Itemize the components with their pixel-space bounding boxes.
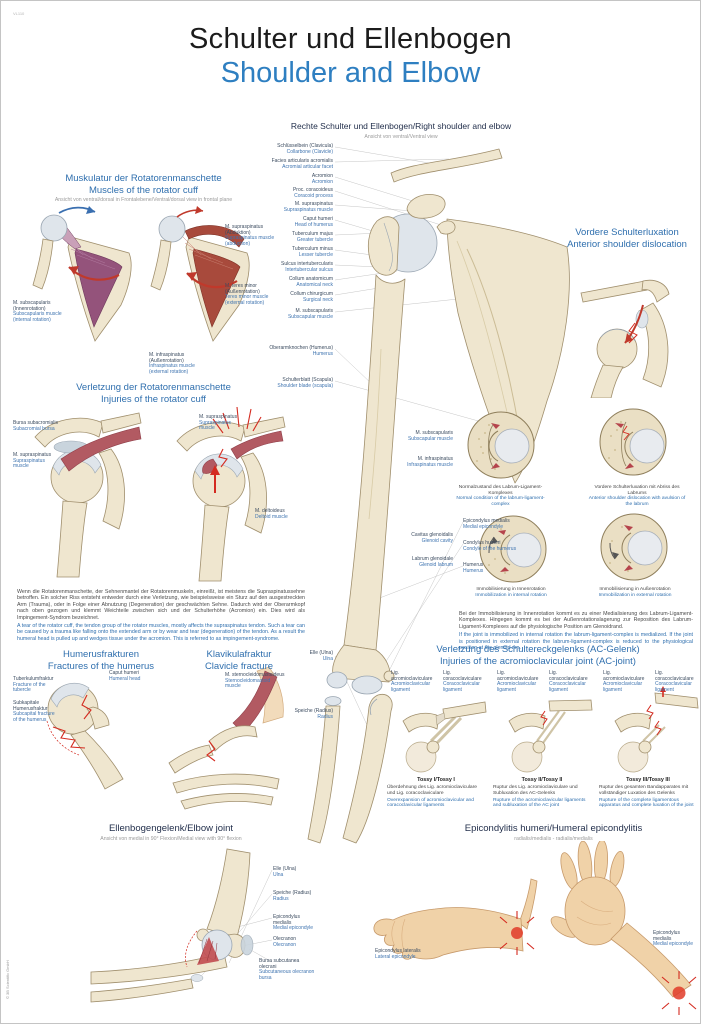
rotator-injury-intact-illustration	[34, 412, 142, 578]
rotator-muscles-title: Muskulatur der Rotatorenmanschette Muscl…	[54, 173, 233, 203]
humerus-fracture-illustration	[46, 682, 124, 790]
clavicle-fracture-title: Klavikulafraktur Clavicle fracture	[204, 649, 274, 672]
central-skeleton-illustration	[307, 146, 570, 844]
poster-title-german: Schulter und Ellenbogen	[189, 23, 512, 55]
anatomy-label: Schulterblatt (Scapula)Shoulder blade (s…	[277, 377, 333, 389]
ac-joint-tossy1-illustration	[402, 701, 487, 773]
anatomy-label: M. subscapularis (Innenrotation)Subscapu…	[13, 300, 62, 323]
tossy-3-caption: Tossy III/Tossy III Ruptur des gesamten …	[599, 777, 694, 809]
elbow-joint-illustration	[90, 848, 273, 1003]
anatomy-label: Elle (Ulna)Ulna	[273, 866, 297, 878]
clavicle-fracture-illustration	[168, 666, 284, 810]
poster-title-english: Shoulder and Elbow	[220, 57, 481, 89]
anterior-dislocation-illustration	[580, 279, 670, 398]
anatomy-label: Schlüsselbein (Clavicula)Collarbone (Cla…	[277, 143, 333, 155]
labrum-internal-rotation-illustration	[479, 515, 547, 583]
epicondylitis-title: Epicondylitis humeri/Humeral epicondylit…	[464, 823, 643, 842]
labrum-caption-internal-rotation: Immobilisierung in Innenrotation Immobil…	[475, 587, 547, 598]
tossy-1-caption: Tossy I/Tossy I Überdehnung des Lig. acr…	[387, 777, 477, 809]
central-figure-title: Rechte Schulter und Ellenbogen/Right sho…	[290, 121, 512, 140]
rotator-injury-tear-illustration	[176, 406, 286, 582]
anatomy-label: M. infraspinatus (Außenrotation)Infraspi…	[149, 352, 195, 375]
anatomy-label: Speiche (Radius)Radius	[294, 708, 333, 720]
rotator-cuff-dorsal-illustration	[150, 206, 250, 342]
epicondylitis-medial-arm-illustration	[550, 841, 697, 1015]
labrum-paragraph: Bei der Immobilisierung in Innenrotation…	[459, 611, 693, 652]
labrum-caption-avulsion: Vordere Schulterluxation mit Abriss des …	[588, 485, 686, 508]
labrum-caption-external-rotation: Immobilisierung in Außenrotation Immobil…	[598, 587, 672, 598]
rotator-injuries-title: Verletzung der Rotatorenmanschette Injur…	[76, 382, 231, 405]
anatomy-label: Elle (Ulna)Ulna	[309, 650, 333, 662]
rotator-injuries-paragraph: Wenn die Rotatorenmanschette, der Sehnen…	[17, 589, 305, 642]
humerus-fractures-title: Humerusfrakturen Fractures of the humeru…	[47, 649, 155, 672]
anatomy-label: M. teres minor (Außenrotation)Teres mino…	[225, 283, 269, 306]
labrum-external-rotation-illustration	[600, 513, 668, 581]
anatomy-label: Oberarmknochen (Humerus)Humerus	[269, 345, 333, 357]
labrum-avulsion-illustration	[599, 408, 667, 476]
labrum-caption-normal: Normalzustand des Labrum-Ligament-Komple…	[456, 485, 545, 508]
elbow-title: Ellenbogengelenk/Elbow joint Ansicht von…	[100, 823, 242, 842]
copyright-text: © 3B Scientific GmbH	[5, 960, 10, 999]
anatomy-label: Speiche (Radius)Radius	[273, 890, 312, 902]
dislocation-title: Vordere Schulterluxation Anterior should…	[567, 227, 687, 250]
product-code: VL110	[13, 11, 25, 16]
rotator-cuff-ventral-illustration	[32, 206, 132, 342]
ac-joint-title: Verletzung des Schultereckgelenks (AC-Ge…	[436, 644, 640, 667]
ac-joint-tossy2-illustration	[508, 699, 593, 773]
ac-joint-tossy3-illustration	[614, 686, 699, 773]
tossy-2-caption: Tossy II/Tossy II Ruptur des Lig. acromi…	[493, 777, 586, 809]
epicondylitis-lateral-arm-illustration	[373, 878, 538, 960]
anatomy-label: M. supraspinatus (Abduktion)Supraspinatu…	[225, 224, 275, 247]
labrum-normal-illustration	[467, 411, 535, 479]
